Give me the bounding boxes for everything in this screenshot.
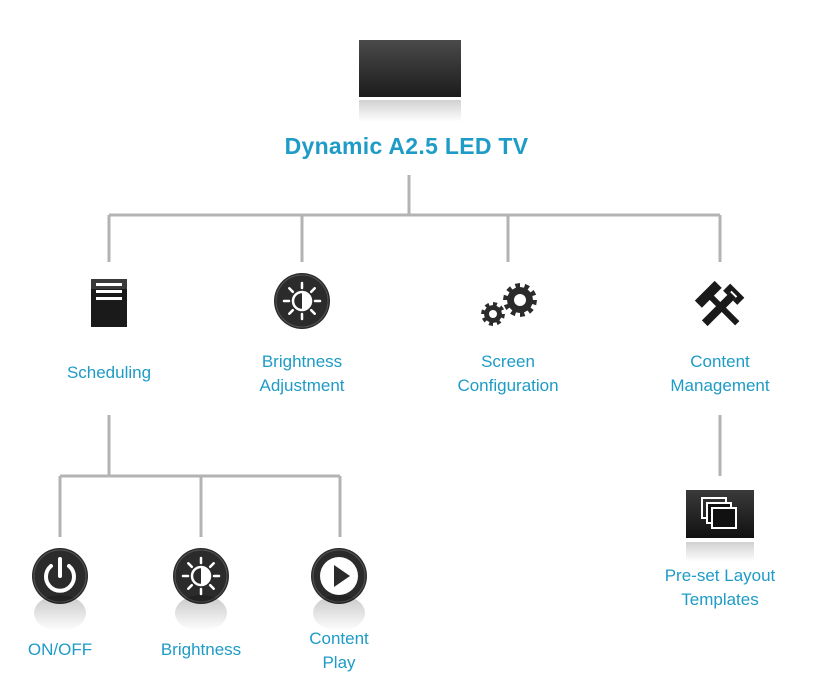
child-label-on-off: ON/OFF (27, 640, 93, 659)
play-icon (310, 547, 368, 637)
child-label-brightness: Brightness (160, 640, 242, 659)
document-stack-icon (88, 273, 130, 331)
branch-label-scheduling: Scheduling (66, 363, 152, 382)
brightness-icon (273, 272, 331, 330)
power-icon (31, 547, 89, 637)
tools-icon (694, 280, 747, 332)
tv-screen-icon (359, 40, 461, 125)
root-title: Dynamic A2.5 LED TV (284, 133, 529, 159)
layout-templates-icon (686, 490, 754, 564)
gears-icon (478, 282, 542, 330)
brightness-icon (172, 547, 230, 637)
